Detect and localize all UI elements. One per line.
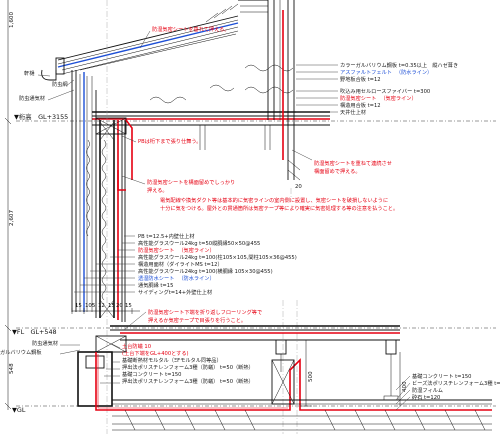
callout-structural-face: 構造用面材（ダイライトMS t=12） — [138, 260, 223, 268]
callout-foundation-c: 基礎断熱材モルタル（ΞFモルタル同等品） — [122, 356, 222, 364]
dim-400: 400 — [402, 381, 408, 392]
callout-roof-board: 野地板合板 t=12 — [340, 75, 381, 83]
hdim-1: 15 — [75, 303, 82, 309]
callout-roof-sheet: 防湿気密シートを垂れて押える。 — [152, 25, 230, 33]
roof-leaders — [139, 30, 338, 113]
callout-floor-sheet: 防湿気密シート下端を折り返しフローリング等で — [148, 308, 262, 316]
gutter — [41, 69, 57, 81]
callout-concrete-1: 基礎コンクリート t=150 — [122, 370, 181, 378]
floor-assembly — [95, 325, 400, 401]
dim-top: 2,607 — [9, 210, 15, 226]
hdim-5: 20 — [116, 303, 123, 309]
callout-airtight-wall: 防湿気密シート（気密ライン） — [138, 246, 215, 254]
callout-cellulose: 吹込み用セルロースファイバー t=300 — [340, 87, 430, 95]
callout-floor-sheet-2: 押えるか気密テープで目張りを行うこと。 — [148, 316, 246, 324]
label-vent-material-2: 防虫通気材 — [32, 339, 58, 347]
wall-section — [71, 70, 126, 322]
roof-top-right — [238, 0, 268, 13]
top-plate — [95, 117, 133, 191]
callout-overlap-sheet: 防湿気密シートを重ねて連続させ — [314, 159, 392, 167]
label-gutter: 軒樋 — [24, 69, 34, 77]
mid-leaders — [121, 135, 313, 185]
label-insect-net: 防虫網 — [52, 80, 68, 88]
callout-foundation-b: (土台下端をGL+400とする) — [122, 349, 189, 357]
ceiling-structure — [92, 111, 330, 150]
hdim-3: 12 — [98, 303, 105, 309]
callout-breathable: 透湿防水シート（防水ライン） — [138, 274, 215, 282]
callout-structural-ply: 構造用合板 t=12 — [340, 101, 381, 109]
callout-ceiling: 天井仕上材 — [340, 108, 366, 116]
callout-vent-batten: 通気胴縁 t=15 — [138, 281, 173, 289]
left-leaders — [37, 74, 81, 355]
foundation — [77, 339, 492, 431]
callout-asphalt-felt: アスファルトフェルト（防水ライン） — [340, 68, 432, 76]
callout-vapor-film: 防湿フィルム — [412, 386, 443, 394]
callout-glasswool-2: 高性能グラスウール24kg t=100(柱105×105,間柱105×36@45… — [138, 253, 297, 261]
level-floor: ▼FL GL+548 — [12, 328, 57, 336]
callout-eps-3: ビーズ法ポリスチレンフォーム3種 t=120（断熱） — [412, 379, 500, 387]
dim-500: 500 — [308, 371, 314, 382]
callout-airtight-sheet: 防湿気密シート（気密ライン） — [340, 94, 417, 102]
callout-glasswool-3: 高性能グラスウール24kg t=100(横胴縁 105×30@455) — [138, 267, 273, 275]
callout-fix-sheet-2: 押える。 — [147, 186, 168, 194]
dim-top-1600: 1,600 — [9, 12, 15, 28]
label-vent-material: 防虫通気材 — [19, 94, 45, 102]
callout-roof-finish: カラーガルバリウム鋼板 t=0.35以上 縦ハゼ葺き — [340, 61, 458, 69]
callout-base-concrete: 基礎コンクリート t=150 — [412, 372, 471, 380]
callout-pb-top: PBは桁下まで張り仕舞う。 — [138, 137, 201, 145]
dim-20-right: 20 — [295, 184, 302, 190]
left-dimension-line — [4, 0, 12, 410]
label-galvalume: ガルバリウム鋼板 — [0, 348, 42, 356]
callout-foundation-a: 土台防蟻 10 — [122, 342, 151, 350]
roof-assembly — [55, 3, 239, 75]
dim-lower: 548 — [9, 363, 15, 374]
callout-glasswool-1: 高性能グラスウール24kg t=50縦胴縁50×50@455 — [138, 239, 260, 247]
callout-pb: PB t=12.5+内壁仕上材 — [138, 232, 195, 240]
callout-gravel: 砕石 t=120 — [412, 393, 440, 401]
callout-fix-sheet: 防湿気密シートを構面留めでしっかり — [147, 178, 235, 186]
floor-note-leader — [123, 311, 147, 331]
level-gl: ▼GL — [12, 406, 26, 414]
callout-duct-note: 電気配線や換気ダクト等は基本的に気密ラインの室内側に設置し、気密シートを破損しな… — [160, 196, 388, 204]
hdim-2: 105 — [85, 303, 95, 309]
callout-eps-1: 押出法ポリスチレンフォーム3種（防蟻） t=50（断熱） — [122, 363, 254, 371]
hdim-6: 15 — [125, 303, 132, 309]
horizontal-dims — [71, 308, 140, 314]
foundation-leaders — [100, 343, 411, 411]
hdim-4: 15 — [108, 303, 115, 309]
callout-overlap-sheet-2: 構面留めで押える。 — [314, 167, 361, 175]
callout-eps-2: 押出法ポリスチレンフォーム3種（防蟻） t=50（断熱） — [122, 377, 254, 385]
level-eave: ▼桁高 GL+3155 — [14, 112, 68, 121]
right-wall-upper — [267, 0, 301, 200]
level-lines — [16, 120, 496, 407]
grid-lines — [106, 0, 298, 434]
wall-leaders — [74, 235, 135, 293]
roof-insulation — [149, 64, 294, 104]
callout-siding: サイディングt=14+外壁仕上材 — [138, 288, 212, 296]
callout-duct-note-2: 十分に気をつける。屋外との貫通箇所は気密テープ等により確実に気密処理する等の注意… — [160, 204, 398, 212]
